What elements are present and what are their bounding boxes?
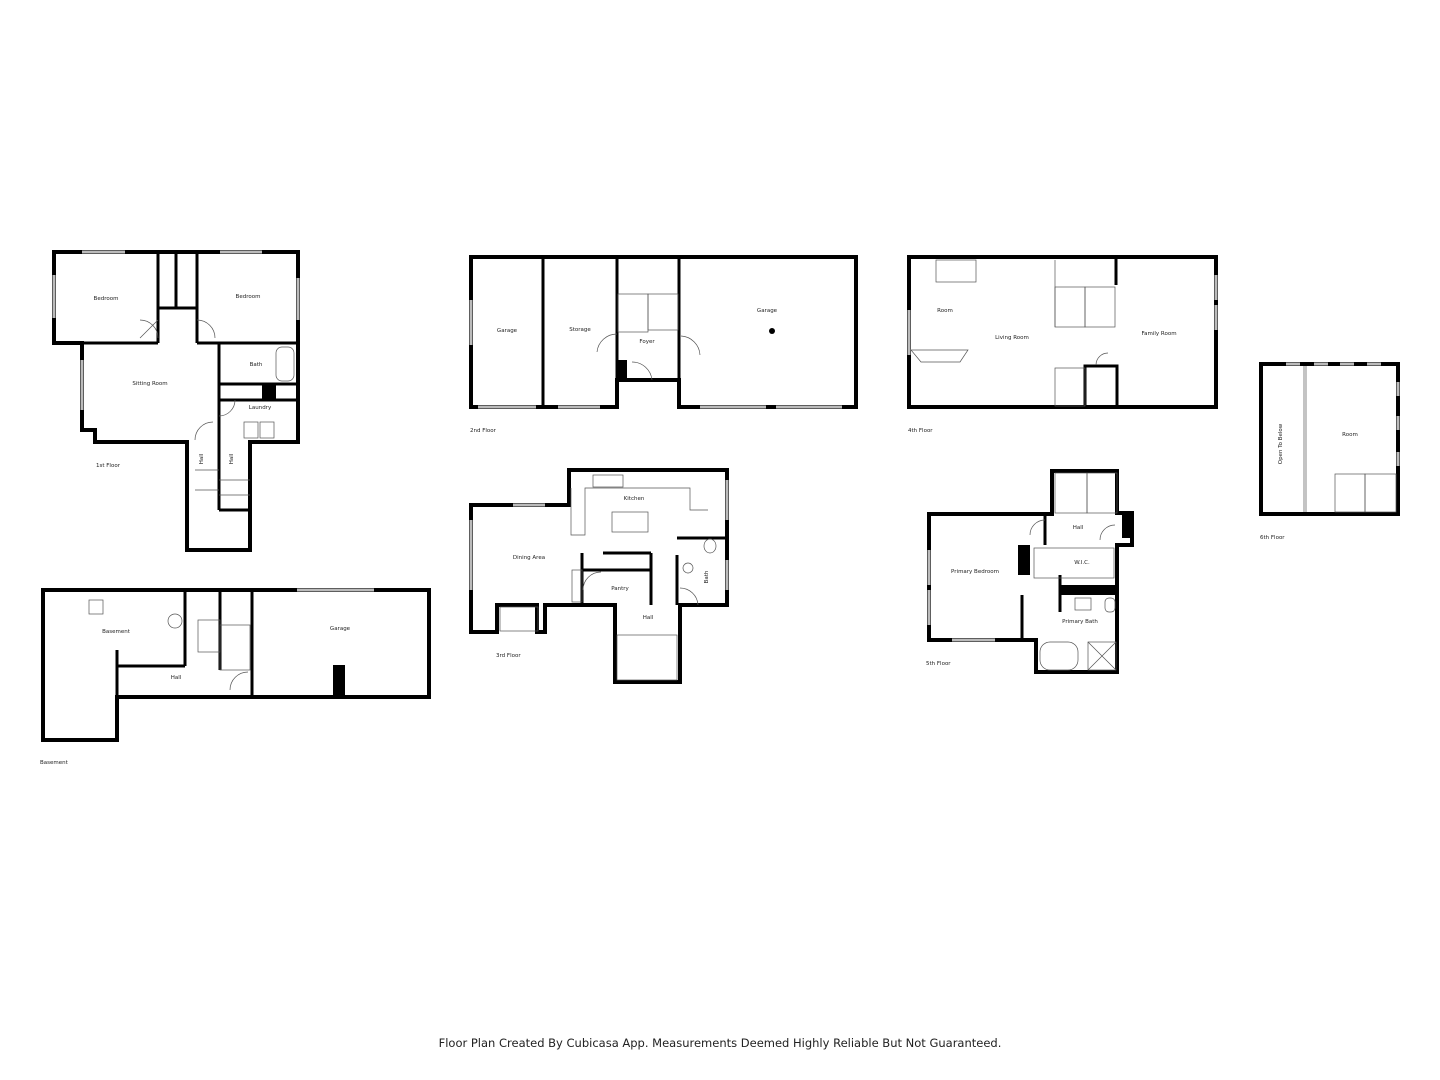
room-label-hall-b: Hall xyxy=(229,453,235,465)
room-label-sitting-room: Sitting Room xyxy=(132,381,168,387)
room-label-living-room: Living Room xyxy=(995,335,1029,341)
room-label-family-room: Family Room xyxy=(1141,331,1177,337)
third-floor-plan xyxy=(469,468,729,684)
room-label-primary-bedroom: Primary Bedroom xyxy=(951,569,999,575)
floor-title-basement: Basement xyxy=(40,760,68,766)
room-label-laundry: Laundry xyxy=(248,405,272,411)
room-label-open-to-below: Open To Below xyxy=(1278,423,1284,465)
room-label-bedroom-right: Bedroom xyxy=(235,294,261,300)
room-label-bedroom-left: Bedroom xyxy=(93,296,119,302)
room-label-sixth-room: Room xyxy=(1342,432,1358,438)
floor-title-fourth: 4th Floor xyxy=(908,428,933,434)
room-label-foyer: Foyer xyxy=(639,339,655,345)
floor-title-sixth: 6th Floor xyxy=(1260,535,1285,541)
room-label-hall-a: Hall xyxy=(199,453,205,465)
fifth-floor-plan xyxy=(927,469,1134,674)
room-label-basement-hall: Hall xyxy=(170,675,182,681)
floor-title-fifth: 5th Floor xyxy=(926,661,951,667)
disclaimer-footer: Floor Plan Created By Cubicasa App. Meas… xyxy=(438,1036,1002,1050)
room-label-kitchen: Kitchen xyxy=(623,496,645,502)
room-label-garage-right: Garage xyxy=(756,308,778,314)
room-label-garage-left: Garage xyxy=(496,328,518,334)
floor-title-second: 2nd Floor xyxy=(470,428,496,434)
room-label-basement-garage: Garage xyxy=(329,626,351,632)
room-label-third-bath: Bath xyxy=(704,570,710,584)
second-floor-plan xyxy=(469,255,858,409)
first-floor-plan xyxy=(52,250,300,552)
room-label-pantry: Pantry xyxy=(611,586,629,592)
room-label-basement: Basement xyxy=(102,629,130,635)
room-label-bath: Bath xyxy=(249,362,263,368)
fourth-floor-plan xyxy=(907,255,1218,409)
floor-title-first: 1st Floor xyxy=(96,463,120,469)
room-label-third-hall: Hall xyxy=(642,615,654,621)
basement-plan xyxy=(41,588,431,742)
room-label-fifth-hall: Hall xyxy=(1072,525,1084,531)
room-label-wic: W.I.C. xyxy=(1074,560,1090,566)
room-label-primary-bath: Primary Bath xyxy=(1062,619,1098,625)
room-label-storage: Storage xyxy=(569,327,591,333)
floor-title-third: 3rd Floor xyxy=(496,653,521,659)
room-label-dining-area: Dining Area xyxy=(512,555,546,561)
sixth-floor-plan xyxy=(1259,362,1400,516)
room-label-fourth-room: Room xyxy=(937,308,953,314)
